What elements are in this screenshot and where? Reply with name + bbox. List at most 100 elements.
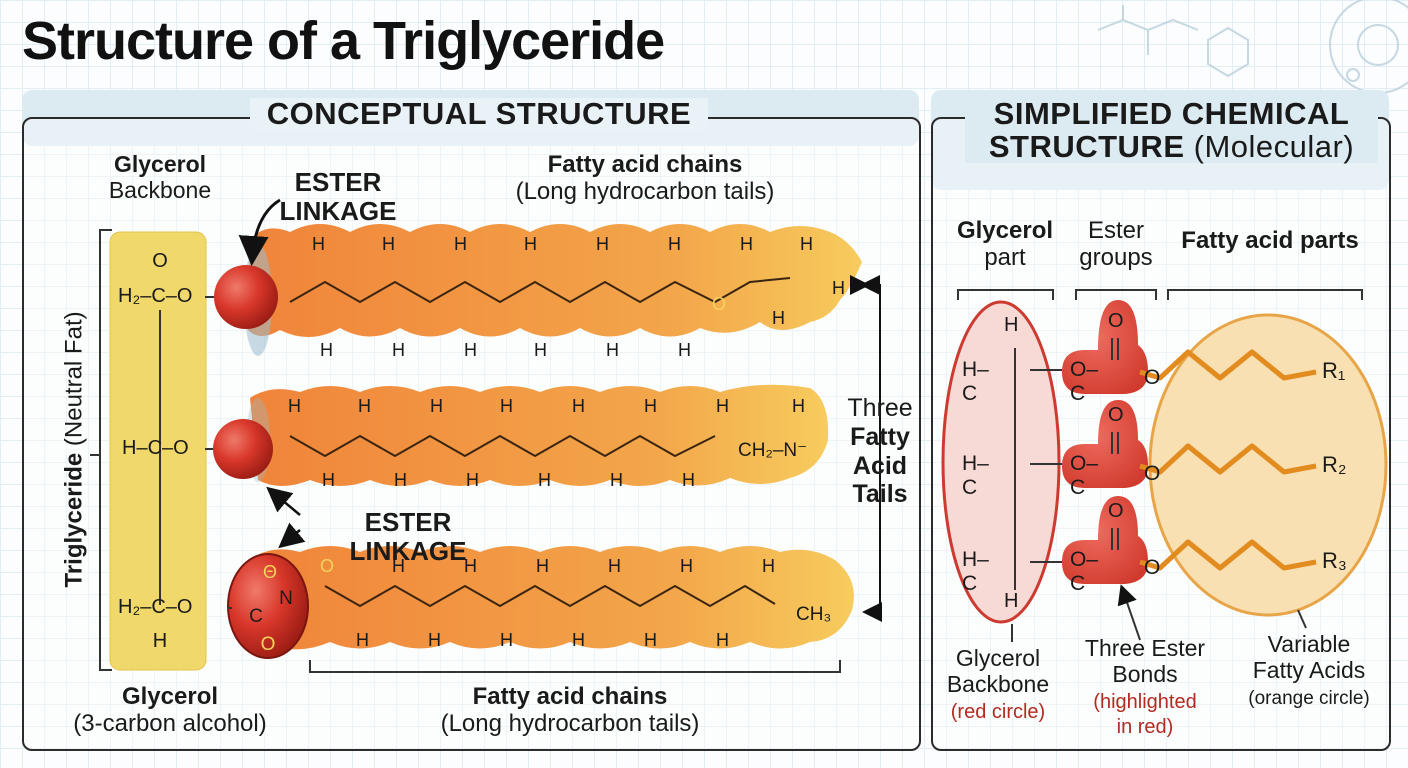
glycerol-column xyxy=(109,231,207,671)
chain-end-mid: CH₂–N⁻ xyxy=(738,440,808,461)
chain-end-bottom: CH₃ xyxy=(796,604,832,625)
simplified-row-1: H–C xyxy=(962,358,989,405)
simplified-fatty-zigzag-3 xyxy=(1139,539,1317,571)
ester-formula-2: O–C xyxy=(1070,452,1099,499)
caption-glycerol-backbone: Glycerol Backbone (red circle) xyxy=(936,645,1060,723)
ester-groups-bottom: groups xyxy=(1079,243,1153,271)
h-atom: H xyxy=(500,630,513,650)
fatty-tail-3 xyxy=(250,546,854,650)
ester-group-blob-3 xyxy=(1062,496,1148,584)
simplified-fatty-zigzag-1 xyxy=(1139,349,1317,381)
backbone-row-2: H–C–O xyxy=(122,437,189,459)
h-atom: H xyxy=(394,470,407,490)
h-atom: H xyxy=(538,470,551,490)
glycerol-part-bottom: part xyxy=(984,243,1026,271)
glycerol-part-label: Glycerol part xyxy=(945,217,1065,272)
h-atom: H xyxy=(382,234,395,254)
ester-group-blob-2 xyxy=(1062,400,1148,488)
simplified-heading-line1: SIMPLIFIED CHEMICAL xyxy=(993,96,1350,131)
h-atom: H xyxy=(392,340,405,360)
triglyceride-side-label: Triglyceride (Neutral Fat) xyxy=(60,304,89,594)
ester-linkage-label-top: ESTER LINKAGE xyxy=(279,167,397,227)
fatty-tail-1 xyxy=(248,224,862,338)
ester-o-2: O xyxy=(1108,404,1124,426)
simplified-row-3: H–C xyxy=(962,548,989,595)
ester-groups-top: Ester xyxy=(1087,217,1144,244)
h-atom: H xyxy=(608,556,621,576)
fatty-parts-label: Fatty acid parts xyxy=(1181,227,1359,254)
h-atom: H xyxy=(454,234,467,254)
ester-n: N xyxy=(279,588,293,609)
h-atom: H xyxy=(288,396,301,416)
caption-fatty-line1: Variable xyxy=(1267,631,1351,657)
three-tails-line-1: Three xyxy=(847,394,913,422)
h-atom: H xyxy=(428,630,441,650)
conceptual-heading: CONCEPTUAL STRUCTURE xyxy=(250,97,708,131)
h-atom: H xyxy=(800,234,813,254)
h-atom: H xyxy=(536,556,549,576)
h-atom: H xyxy=(740,234,753,254)
pointer-fatty xyxy=(1297,609,1307,629)
ester-groups-label: Ester groups xyxy=(1066,217,1166,272)
h-atom: H xyxy=(464,556,477,576)
simplified-heading-line2: STRUCTURE xyxy=(988,128,1185,164)
h-atom: H xyxy=(1004,590,1019,612)
ester-theta: Θ xyxy=(262,562,277,582)
ester-link-o-2: O xyxy=(1144,462,1161,485)
caption-glycerol-line1: Glycerol xyxy=(955,645,1041,671)
h-atom: H xyxy=(572,630,585,650)
simplified-row-2: H–C xyxy=(962,452,989,499)
simplified-fatty-zigzag-2 xyxy=(1139,443,1317,475)
h-atom: H xyxy=(678,340,691,360)
r-label-3: R₃ xyxy=(1322,548,1347,573)
backbone-h-bottom: H xyxy=(152,630,168,652)
fatty-chains-label-top-title: Fatty acid chains xyxy=(547,151,743,178)
caption-ester-note2: in red) xyxy=(1116,716,1174,739)
three-tails-line-2: Fatty xyxy=(850,422,910,451)
r-label-1: R₁ xyxy=(1322,358,1346,383)
h-atom: H xyxy=(356,630,369,650)
caption-glycerol-line2: Backbone xyxy=(946,670,1050,697)
glycerol-red-ellipse xyxy=(941,300,1061,624)
caption-ester-line1: Three Ester xyxy=(1084,635,1206,661)
ester-ball-2 xyxy=(213,419,273,479)
o-atom: O xyxy=(320,556,335,576)
triglyceride-side-normal: (Neutral Fat) xyxy=(60,311,88,447)
caption-ester-note1: (highlighted xyxy=(1093,690,1197,713)
fatty-tail-2 xyxy=(250,384,829,486)
h-atom: H xyxy=(534,340,547,360)
chain-zigzag-1 xyxy=(289,277,791,304)
caption-glycerol-note: (red circle) xyxy=(950,700,1046,723)
h-atom: H xyxy=(466,470,479,490)
ester-ball-1 xyxy=(214,265,278,329)
glycerol-backbone-label-bottom: Backbone xyxy=(108,176,212,203)
chain-zigzag-2 xyxy=(289,434,716,458)
caption-fatty-note: (orange circle) xyxy=(1248,687,1370,709)
ester-blob-3 xyxy=(227,553,309,659)
h-atom: H xyxy=(572,396,585,416)
page-title: Structure of a Triglyceride xyxy=(22,11,665,71)
fatty-chains-label-bottom-sub: (Long hydrocarbon tails) xyxy=(440,709,700,737)
h-atom: H xyxy=(322,470,335,490)
r-label-2: R₂ xyxy=(1322,452,1347,477)
h-atom: H xyxy=(358,396,371,416)
three-tails-line-4: Tails xyxy=(852,480,908,509)
h-atom: H xyxy=(762,556,775,576)
three-tails-line-3: Acid xyxy=(852,451,908,480)
backbone-carbonyl-o: O xyxy=(152,250,168,272)
h-atom: H xyxy=(772,308,785,328)
o-atom: O xyxy=(712,294,727,314)
h-atom: H xyxy=(312,234,325,254)
h-atom: H xyxy=(430,396,443,416)
caption-fatty-acids: Variable Fatty Acids (orange circle) xyxy=(1234,631,1384,709)
glycerol-backbone-label-top: Glycerol xyxy=(113,151,207,177)
backbone-row-3: H₂–C–O xyxy=(118,596,193,618)
three-tails-label: Three Fatty Acid Tails xyxy=(838,394,922,509)
ester-link-o-3: O xyxy=(1144,556,1161,579)
h-atom: H xyxy=(500,396,513,416)
ester-o-3: O xyxy=(1108,500,1124,522)
ester-o-bottom: O xyxy=(260,634,276,655)
simplified-heading: SIMPLIFIED CHEMICAL STRUCTURE (Molecular… xyxy=(965,96,1378,164)
h-atom: H xyxy=(320,340,333,360)
